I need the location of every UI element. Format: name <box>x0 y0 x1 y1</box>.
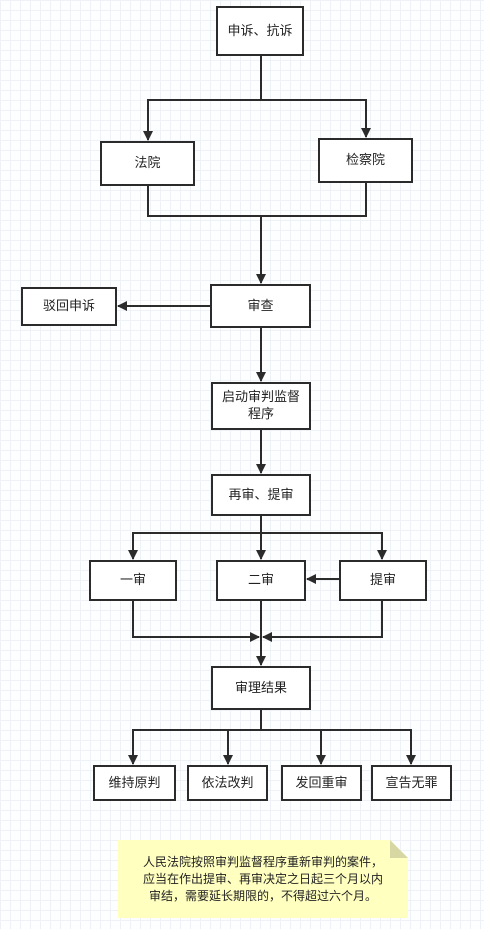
node-reject-appeal-label: 驳回申诉 <box>42 299 95 314</box>
node-first-instance-label: 一审 <box>119 573 146 588</box>
node-court-label: 法院 <box>134 156 161 171</box>
node-retrial-label: 再审、提审 <box>228 487 294 503</box>
node-bring-up-trial: 提审 <box>339 560 427 601</box>
node-procuratorate: 检察院 <box>318 138 413 183</box>
node-remand-retrial-label: 发回重审 <box>295 775 348 791</box>
node-first-instance: 一审 <box>89 560 177 601</box>
note-line-3: 审结，需要延长期限的，不得超过六个月。 <box>148 888 377 903</box>
node-amend-by-law-label: 依法改判 <box>201 775 254 791</box>
node-review-label: 审查 <box>247 298 274 314</box>
node-second-instance-label: 二审 <box>247 573 274 588</box>
connector-court-down <box>147 182 367 217</box>
node-appeal: 申诉、抗诉 <box>216 6 304 56</box>
connector-result-to-innocent <box>321 729 416 765</box>
connector-appeal-to-procuratorate <box>261 99 371 138</box>
connector-appeal-split <box>143 56 262 141</box>
node-remand-retrial: 发回重审 <box>281 765 362 801</box>
node-uphold-original: 维持原判 <box>93 765 176 801</box>
note-line-1: 人民法院按照审判监督程序重新审判的案件， <box>142 854 383 869</box>
connector-retrial-split <box>128 516 262 560</box>
node-procuratorate-label: 检察院 <box>345 153 385 168</box>
connector-first-to-merge <box>132 600 260 642</box>
node-review: 审查 <box>210 284 311 328</box>
node-uphold-original-label: 维持原判 <box>108 775 161 791</box>
connector-result-to-remand <box>261 729 326 765</box>
time-limit-note: 人民法院按照审判监督程序重新审判的案件， 应当在作出提审、再审决定之日起三个月以… <box>118 840 408 918</box>
connector-result-split <box>128 710 262 765</box>
note-line-2: 应当在作出提审、再审决定之日起三个月以内 <box>142 871 383 886</box>
node-declare-innocent-label: 宣告无罪 <box>385 775 438 791</box>
node-appeal-label: 申诉、抗诉 <box>227 23 293 39</box>
node-start-supervision-line2: 程序 <box>247 407 274 422</box>
node-declare-innocent: 宣告无罪 <box>371 765 452 801</box>
node-start-supervision: 启动审判监督 程序 <box>211 382 311 430</box>
node-second-instance: 二审 <box>216 560 306 601</box>
node-amend-by-law: 依法改判 <box>187 765 268 801</box>
node-trial-result: 审理结果 <box>211 666 311 710</box>
node-reject-appeal: 驳回申诉 <box>21 287 117 326</box>
node-bring-up-trial-label: 提审 <box>369 573 396 588</box>
node-retrial: 再审、提审 <box>211 474 311 516</box>
node-start-supervision-line1: 启动审判监督 <box>221 390 300 405</box>
node-trial-result-label: 审理结果 <box>234 680 287 696</box>
connector-bring-up-to-merge <box>262 600 383 642</box>
node-court: 法院 <box>100 141 195 186</box>
connector-retrial-to-bring-up <box>261 532 387 560</box>
